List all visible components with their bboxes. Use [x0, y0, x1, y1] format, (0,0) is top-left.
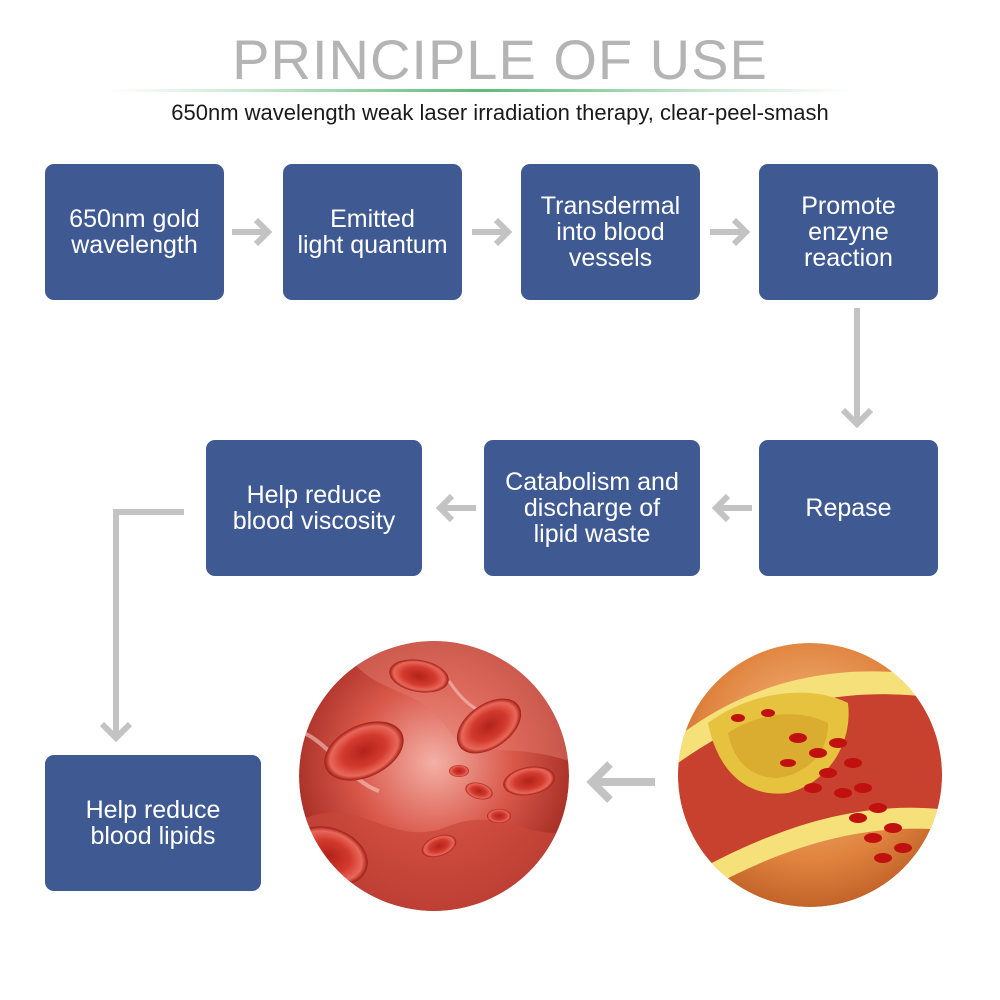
step-box-2: Emitted light quantum	[283, 164, 462, 300]
arrow-right-1	[232, 217, 273, 247]
step-box-4: Promote enzyne reaction	[759, 164, 938, 300]
arrow-left-1	[711, 493, 752, 523]
page-subtitle: 650nm wavelength weak laser irradiation …	[171, 100, 829, 125]
step-box-3: Transdermal into blood vessels	[521, 164, 700, 300]
arrow-down-1	[840, 308, 874, 429]
arrow-elbow-down	[99, 509, 184, 743]
red-blood-cells-illustration	[299, 641, 569, 911]
step-box-5: Repase	[759, 440, 938, 576]
arrow-left-2	[435, 493, 476, 523]
page-title: PRINCIPLE OF USE	[232, 28, 768, 91]
arrow-right-3	[710, 217, 751, 247]
arrow-right-2	[472, 217, 513, 247]
step-box-7: Help reduce blood viscosity	[206, 440, 422, 576]
step-box-6: Catabolism and discharge of lipid waste	[484, 440, 700, 576]
step-box-8: Help reduce blood lipids	[45, 755, 261, 891]
arrow-left-big	[586, 761, 655, 803]
title-divider	[110, 89, 850, 92]
step-box-1: 650nm gold wavelength	[45, 164, 224, 300]
clogged-artery-illustration	[678, 643, 942, 907]
